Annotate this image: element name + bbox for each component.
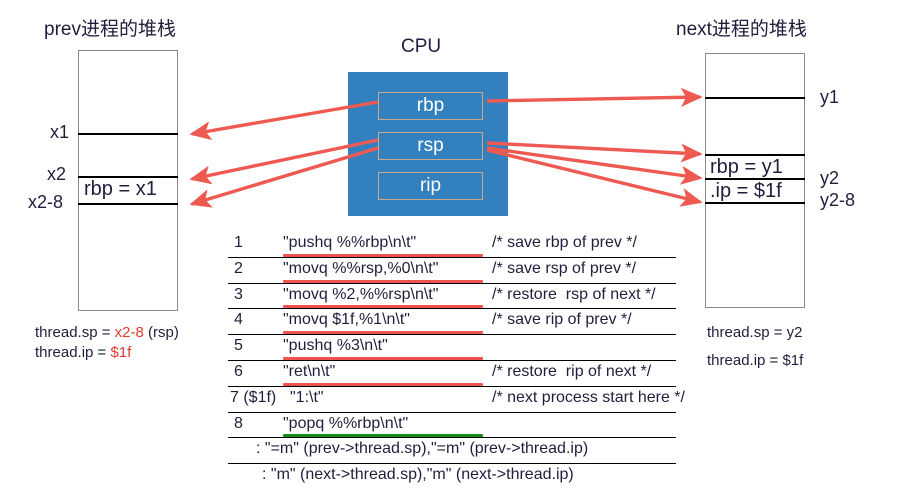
code-instruction: "ret\n\t" — [283, 362, 336, 380]
next-slot-ip: .ip = $1f — [710, 180, 782, 202]
register-rsp: rsp — [378, 132, 483, 160]
code-line-number: 3 — [234, 285, 243, 303]
code-constraint: : "=m" (prev->thread.sp),"=m" (prev->thr… — [256, 440, 589, 458]
register-rbp: rbp — [378, 92, 483, 120]
code-row: 7 ($1f) "1:\t" /* next process start her… — [228, 387, 685, 413]
next-divider-y1 — [705, 97, 805, 99]
code-comment: /* restore rsp of next */ — [492, 285, 656, 303]
prev-thread-ip: thread.ip = $1f — [35, 344, 131, 361]
code-instruction: "1:\t" — [290, 388, 324, 406]
code-underline — [283, 356, 483, 360]
register-rip: rip — [378, 172, 483, 200]
code-underline — [283, 434, 483, 438]
code-instruction: "movq $1f,%1\n\t" — [283, 311, 410, 329]
prev-divider-x1 — [78, 133, 178, 135]
code-constraint-row: : "=m" (prev->thread.sp),"=m" (prev->thr… — [228, 438, 676, 465]
code-row: 6 "ret\n\t" /* restore rip of next */ — [228, 361, 676, 387]
code-row: 4 "movq $1f,%1\n\t" /* save rip of prev … — [228, 309, 676, 336]
next-addr-y1: y1 — [820, 87, 840, 107]
code-line-number: 4 — [234, 311, 243, 329]
next-thread-ip: thread.ip = $1f — [707, 352, 804, 369]
code-instruction: "popq %%rbp\n\t" — [283, 414, 409, 432]
right-stack-title: next进程的堆栈 — [676, 19, 807, 40]
next-divider-y2 — [705, 154, 805, 156]
code-comment: /* save rbp of prev */ — [492, 234, 637, 251]
prev-thread-ip-value: $1f — [110, 344, 132, 361]
prev-thread-sp-value: x2-8 — [114, 324, 144, 341]
prev-thread-sp: thread.sp = x2-8 (rsp) — [35, 324, 179, 341]
code-row: 3 "movq %2,%%rsp\n\t" /* restore rsp of … — [228, 284, 676, 310]
code-underline — [283, 305, 483, 309]
code-row: 2 "movq %%rsp,%0\n\t" /* save rsp of pre… — [228, 258, 676, 284]
next-slot-rbp: rbp = y1 — [710, 156, 783, 178]
arrow-rbp-to-next-y1 — [486, 87, 703, 107]
prev-addr-x2: x2 — [47, 164, 67, 184]
prev-divider-x2-8 — [78, 203, 178, 205]
arrow-rsp-to-next-y2 — [486, 141, 703, 163]
code-row: 8 "popq %%rbp\n\t" — [228, 413, 676, 439]
prev-stack-box — [78, 50, 178, 311]
prev-slot-rbp: rbp = x1 — [84, 178, 157, 200]
arrow-rsp-to-next-rbp-slot — [486, 146, 703, 185]
code-line-number: 1 — [234, 234, 243, 251]
prev-thread-sp-prefix: thread.sp = — [35, 324, 115, 341]
code-constraint: : "m" (next->thread.sp),"m" (next->threa… — [262, 466, 574, 484]
cpu-box: rbp rsp rip — [348, 72, 508, 216]
asm-code-table: 1 "pushq %%rbp\n\t" /* save rbp of prev … — [228, 232, 685, 490]
code-underline — [283, 331, 483, 335]
code-comment: /* next process start here */ — [492, 388, 685, 406]
code-line-number: 8 — [234, 414, 243, 432]
prev-thread-ip-prefix: thread.ip = — [35, 344, 111, 361]
prev-divider-x2 — [78, 176, 178, 178]
next-divider-y2-8 — [705, 202, 805, 204]
code-row: 1 "pushq %%rbp\n\t" /* save rbp of prev … — [228, 232, 676, 258]
code-line-number: 2 — [234, 259, 243, 277]
code-line-number: 7 ($1f) — [230, 388, 277, 406]
next-divider-mid — [705, 178, 805, 180]
cpu-title: CPU — [401, 36, 442, 57]
code-comment: /* save rsp of prev */ — [492, 259, 637, 277]
code-instruction: "movq %2,%%rsp\n\t" — [283, 285, 439, 303]
code-instruction: "movq %%rsp,%0\n\t" — [283, 259, 439, 277]
code-comment: /* save rip of prev */ — [492, 311, 632, 329]
left-stack-title: prev进程的堆栈 — [44, 19, 176, 40]
code-underline — [283, 253, 483, 257]
next-addr-y2: y2 — [820, 168, 840, 188]
next-stack-box — [705, 53, 805, 308]
arrow-rsp-to-next-y2-8 — [486, 148, 703, 207]
code-line-number: 5 — [234, 337, 243, 355]
next-thread-sp: thread.sp = y2 — [707, 324, 803, 341]
code-instruction: "pushq %%rbp\n\t" — [283, 234, 417, 251]
next-addr-y2-8: y2-8 — [820, 190, 856, 210]
code-underline — [283, 382, 483, 386]
prev-addr-x2-8: x2-8 — [28, 192, 64, 212]
code-instruction: "pushq %3\n\t" — [283, 337, 388, 355]
prev-thread-sp-suffix: (rsp) — [143, 324, 179, 341]
code-comment: /* restore rip of next */ — [492, 362, 652, 380]
code-constraint-row: : "m" (next->thread.sp),"m" (next->threa… — [228, 464, 676, 490]
code-row: 5 "pushq %3\n\t" — [228, 335, 676, 361]
code-underline — [283, 279, 483, 283]
code-line-number: 6 — [234, 362, 243, 380]
prev-addr-x1: x1 — [50, 122, 70, 142]
